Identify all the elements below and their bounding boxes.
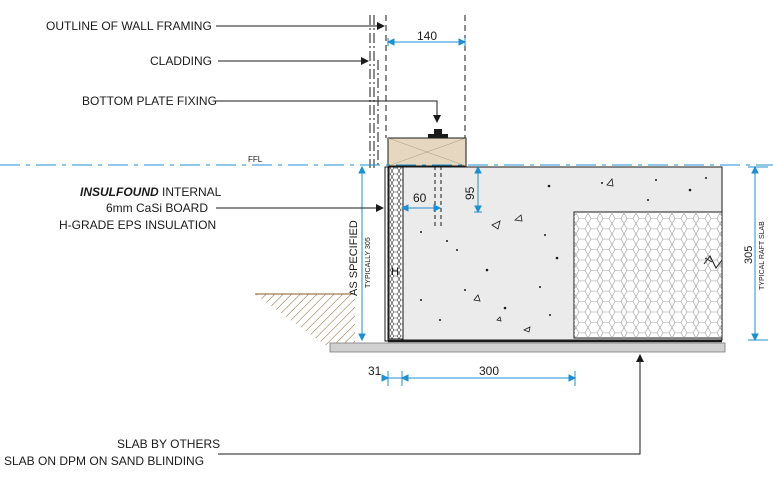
- dim-60-label: 60: [413, 191, 427, 205]
- dim-140: [386, 38, 467, 46]
- cladding-label: CLADDING: [150, 54, 212, 68]
- dim-305: [748, 165, 768, 342]
- casi-board: [384, 166, 389, 342]
- pod-break-line: [704, 257, 713, 263]
- dim-95-label: 95: [463, 186, 477, 200]
- fixing-nut: [434, 129, 442, 134]
- dim-as-specified: [358, 165, 366, 342]
- ffl-label: FFL: [248, 155, 263, 164]
- insulfound-label: INSULFOUND INTERNAL: [80, 185, 222, 199]
- dim-140-label: 140: [417, 29, 437, 43]
- insulfound-bold: INSULFOUND: [80, 185, 159, 199]
- sand-blinding: [329, 342, 726, 353]
- dim-60: [400, 204, 442, 212]
- eps-pod-hex: [574, 212, 722, 338]
- eps-insulation-label: H-GRADE EPS INSULATION: [59, 218, 216, 232]
- aggregate-marks: [473, 178, 614, 333]
- soil-hatch: [255, 294, 355, 345]
- dim-305-label: 305: [743, 246, 755, 264]
- edge-eps-hex: [389, 167, 403, 339]
- dim-31-300: [381, 371, 577, 386]
- as-specified-label: AS SPECIFIED: [348, 220, 360, 296]
- bottom-plate-fixing-label: BOTTOM PLATE FIXING: [82, 94, 217, 108]
- typical-raft-slab-label: TYPICAL RAFT SLAB: [759, 221, 766, 290]
- dim-95: [474, 165, 482, 214]
- pod-break-zigzag: [703, 255, 723, 269]
- outline-wall-framing-label: OUTLINE OF WALL FRAMING: [46, 19, 212, 33]
- typically-305-label: TYPICALLY 305: [365, 237, 372, 288]
- slab-on-dpm-label: SLAB ON DPM ON SAND BLINDING: [4, 454, 204, 468]
- slab-by-others-label: SLAB BY OTHERS: [117, 437, 220, 451]
- h-mark: H: [391, 266, 399, 278]
- aggregate-dots: [420, 177, 707, 321]
- fixing-washer: [428, 134, 448, 138]
- bottom-plate-cross-b: [387, 137, 467, 167]
- leader-lines: [216, 22, 644, 455]
- casi-board-label: 6mm CaSi BOARD: [106, 201, 208, 215]
- dim-300-label: 300: [479, 364, 499, 378]
- dim-31-label: 31: [368, 364, 382, 378]
- insulfound-rest: INTERNAL: [159, 185, 222, 199]
